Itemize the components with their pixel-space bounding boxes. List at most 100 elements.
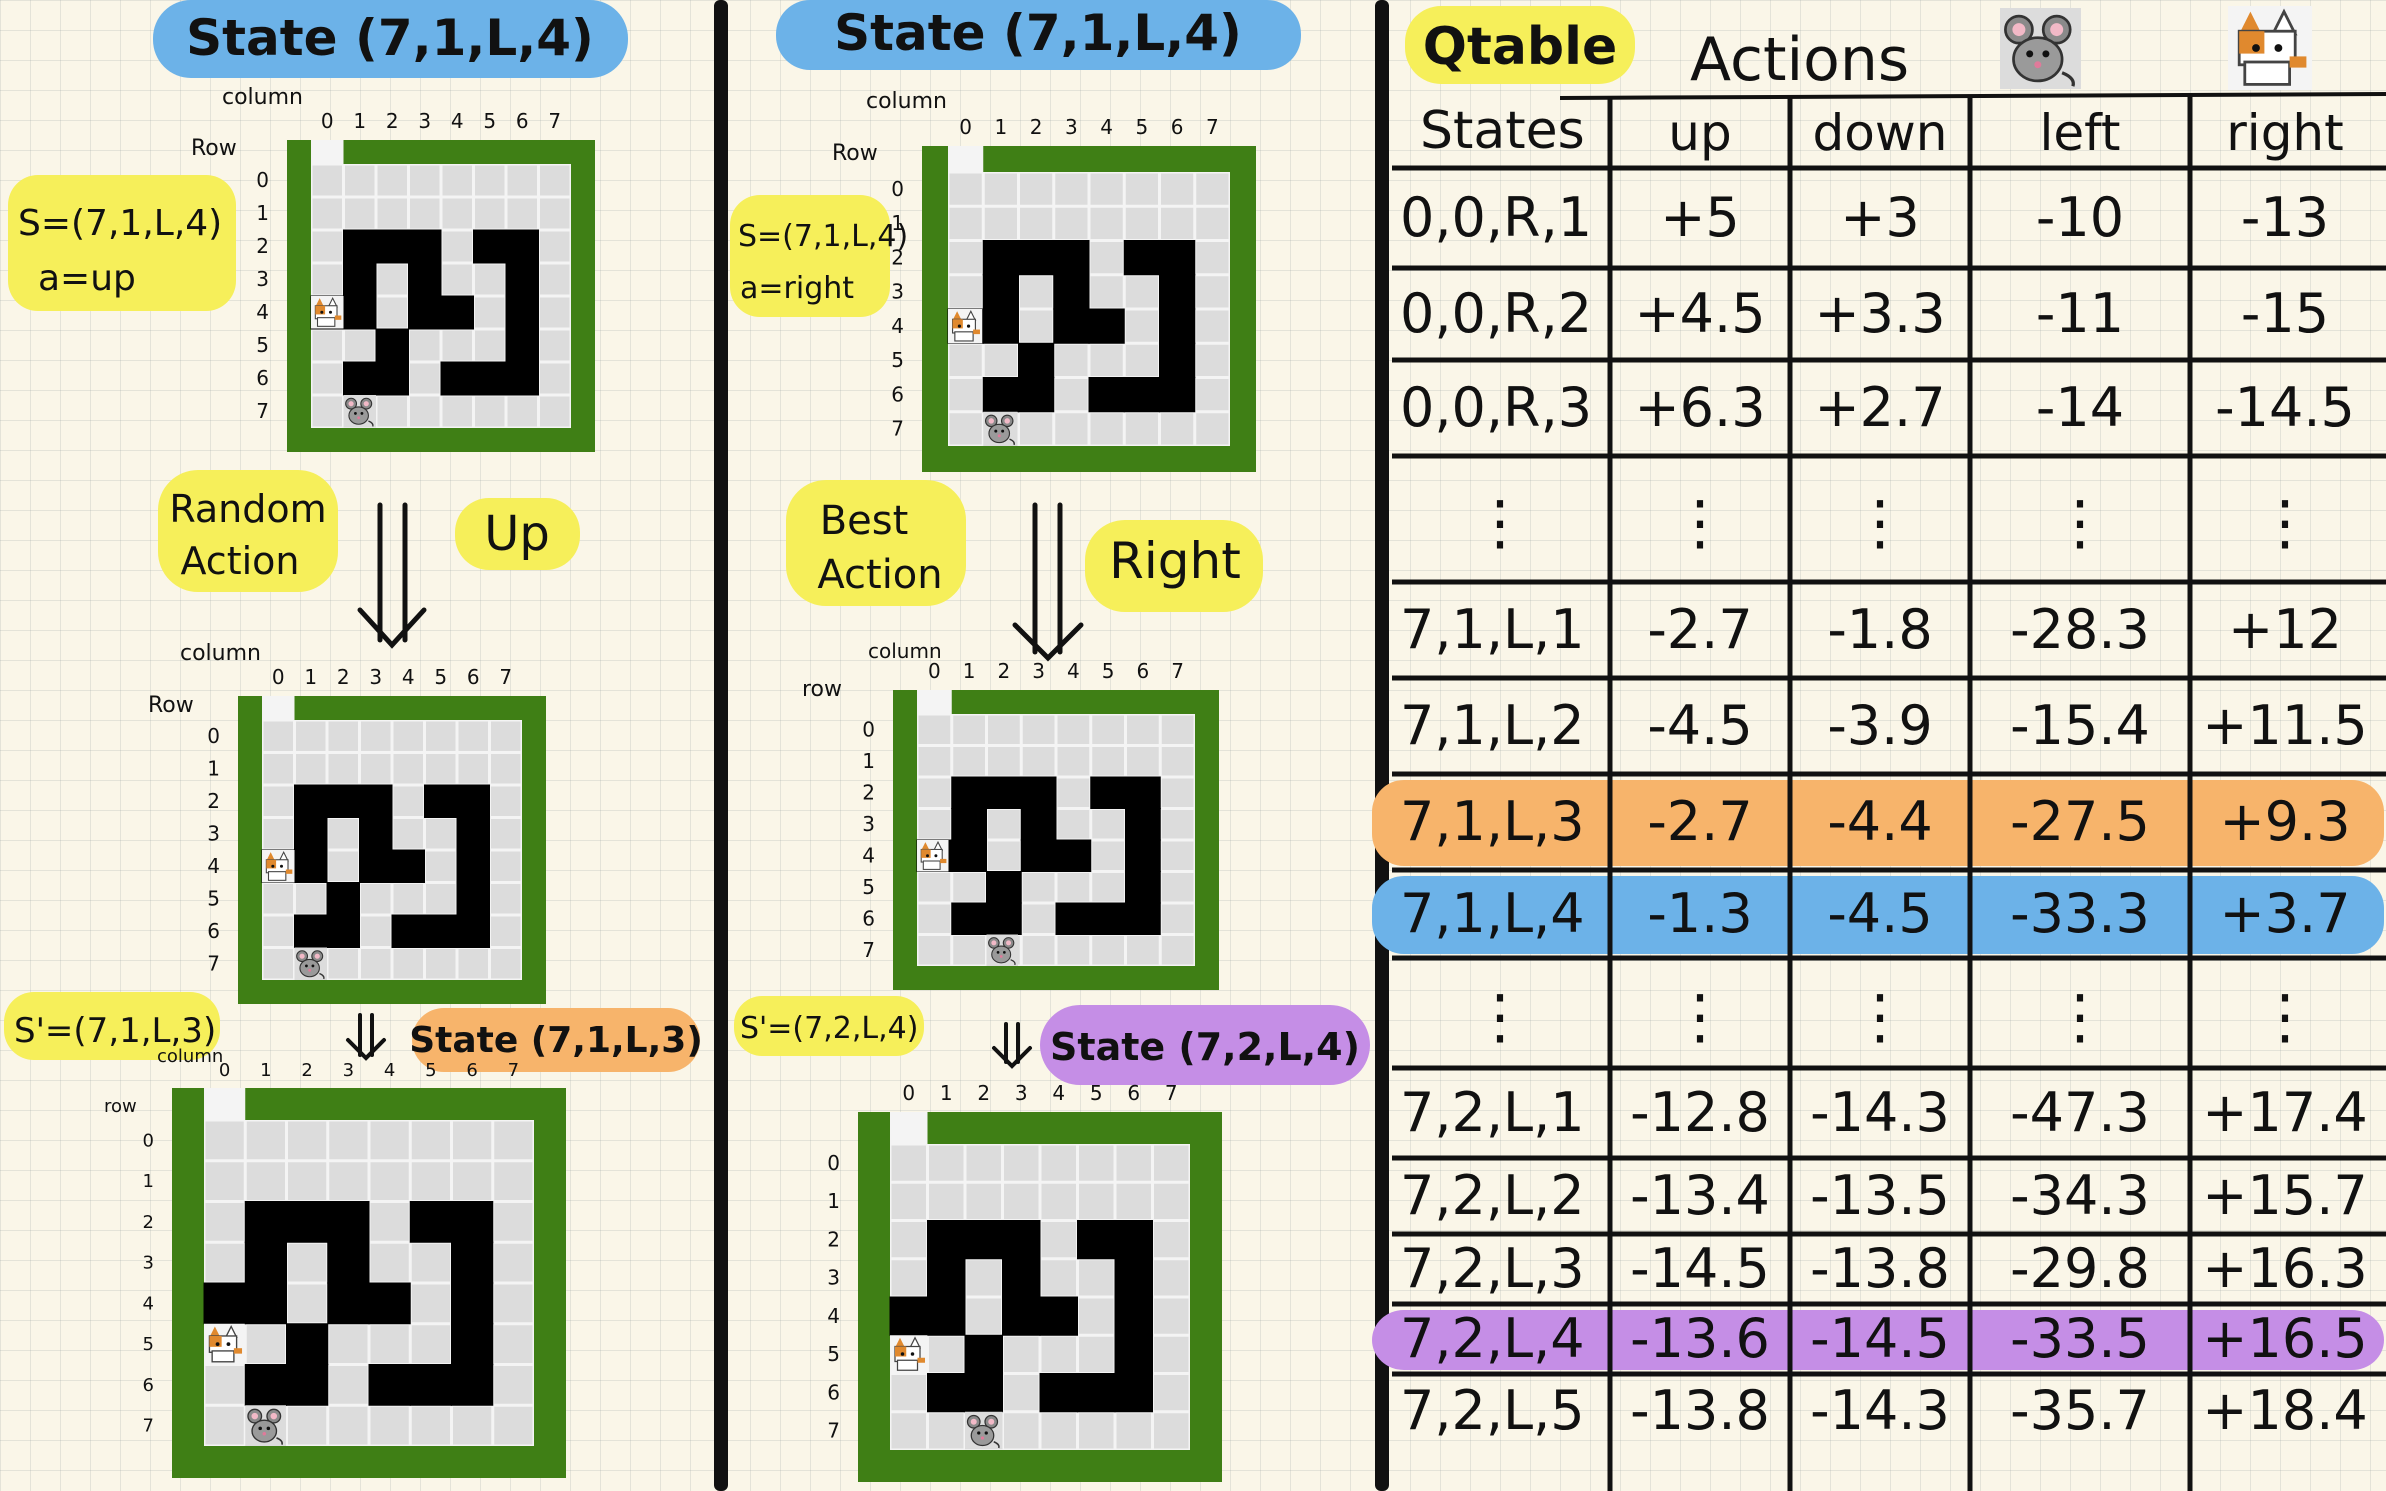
maze-cell (1161, 778, 1194, 807)
maze-wall-cell (375, 229, 409, 264)
maze-wall-cell (505, 295, 539, 330)
row-index-label: 6 (207, 919, 220, 943)
maze-wall-cell (927, 1258, 966, 1298)
row-index-label: 7 (827, 1419, 840, 1443)
left-sprime-label: S'=(7,1,L,3) (14, 1011, 216, 1051)
maze-cell (410, 165, 440, 196)
row-index-label: 1 (256, 201, 269, 225)
mouse-icon (982, 411, 1019, 447)
maze-cell (507, 198, 537, 229)
qtable-value-cell: -14.3 (1810, 1379, 1950, 1442)
maze-cell (263, 819, 293, 849)
maze-entrance (890, 1112, 928, 1144)
maze-cell (1041, 1145, 1076, 1181)
maze-cell (1020, 276, 1053, 308)
qtable-title-pill (1405, 6, 1635, 84)
middle-row-label-2: row (802, 677, 842, 702)
maze-cell (1161, 936, 1194, 965)
qtable-state-cell: 7,1,L,3 (1400, 790, 1585, 853)
cat-icon (916, 839, 950, 873)
maze-wall-cell (326, 784, 360, 818)
maze-wall-cell (1018, 377, 1055, 413)
maze-cell (1161, 173, 1194, 205)
qtable-value-cell: +3.3 (1814, 282, 1945, 345)
maze-cell (426, 819, 456, 849)
row-index-label: 2 (256, 234, 269, 258)
maze-wall-cell (1159, 274, 1196, 310)
column-index-label: 7 (1165, 1081, 1178, 1105)
row-index-label: 2 (207, 789, 220, 813)
column-index-label: 6 (1171, 115, 1184, 139)
row-index-label: 0 (256, 168, 269, 192)
column-index-label: 4 (384, 1060, 395, 1081)
qtable-column-header: down (1813, 104, 1948, 162)
qtable-value-cell: ⋮ (2255, 982, 2315, 1052)
maze-cell (426, 721, 456, 751)
maze-wall-cell (951, 839, 987, 872)
maze-cell (442, 165, 472, 196)
maze-cell (953, 936, 985, 965)
maze-wall-cell (203, 1282, 246, 1325)
qtable-top-line (1559, 92, 2386, 100)
maze-cell (458, 754, 488, 784)
maze-wall-cell (1125, 839, 1161, 872)
left-sprime-note (4, 992, 220, 1060)
cat-icon (261, 849, 296, 884)
middle-action-note (786, 480, 966, 606)
maze-wall-cell (391, 914, 425, 948)
qtable-value-cell: +4.5 (1634, 282, 1765, 345)
maze-cell (1079, 1336, 1114, 1372)
maze-cell (918, 715, 951, 744)
separator-left (714, 0, 728, 1491)
maze-cell (494, 1325, 533, 1363)
maze-cell (1154, 1260, 1189, 1296)
maze-wall-cell (244, 1241, 287, 1284)
maze-cell (1057, 747, 1090, 776)
qtable-value-cell: ⋮ (2050, 488, 2110, 558)
maze-wall-cell (451, 1241, 494, 1284)
maze-cell (507, 396, 537, 427)
qtable-value-cell: -2.7 (1647, 598, 1752, 661)
maze-cell (1125, 276, 1158, 308)
maze-wall-cell (375, 328, 409, 363)
maze-cell (540, 264, 570, 295)
column-index-label: 4 (451, 109, 464, 133)
maze-cell (1020, 413, 1053, 445)
maze-cell (1090, 242, 1123, 274)
middle-row-label-1: Row (832, 141, 878, 166)
maze-cell (288, 1284, 327, 1323)
column-index-label: 2 (1030, 115, 1043, 139)
maze-cell (263, 786, 293, 816)
maze-cell (918, 936, 951, 965)
qtable-value-cell: -35.7 (2010, 1379, 2150, 1442)
column-index-label: 0 (928, 659, 941, 683)
maze-cell (1055, 413, 1088, 445)
maze-cell (929, 1183, 964, 1219)
qtable-value-cell: ⋮ (2255, 488, 2315, 558)
maze-cell (410, 396, 440, 427)
column-index-label: 1 (353, 109, 366, 133)
maze-cell (1055, 207, 1088, 239)
maze-cell (453, 1121, 492, 1160)
maze-cell (263, 884, 293, 914)
maze-cell (1055, 344, 1088, 376)
mouse-icon (985, 933, 1019, 967)
maze-wall-cell (964, 1334, 1003, 1374)
maze-cell (1079, 1298, 1114, 1334)
maze-cell (312, 363, 342, 394)
row-index-label: 3 (256, 267, 269, 291)
maze-cell (494, 1121, 533, 1160)
maze-cell (205, 1162, 244, 1200)
qtable-value-cell: +17.4 (2202, 1081, 2367, 1144)
qtable-title: Qtable (1423, 17, 1617, 77)
maze-wall-cell (391, 849, 425, 883)
left-panel: State (7,1,L,4) S=(7,1,L,4) a=up column … (4, 0, 703, 1478)
maze-wall-cell (505, 229, 539, 264)
maze-cell (205, 1243, 244, 1282)
qtable-state-cell: 7,2,L,2 (1400, 1164, 1585, 1227)
row-index-label: 7 (256, 399, 269, 423)
qtable-value-cell: +16.3 (2202, 1237, 2367, 1300)
row-index-label: 4 (891, 314, 904, 338)
maze-cell (988, 841, 1020, 870)
